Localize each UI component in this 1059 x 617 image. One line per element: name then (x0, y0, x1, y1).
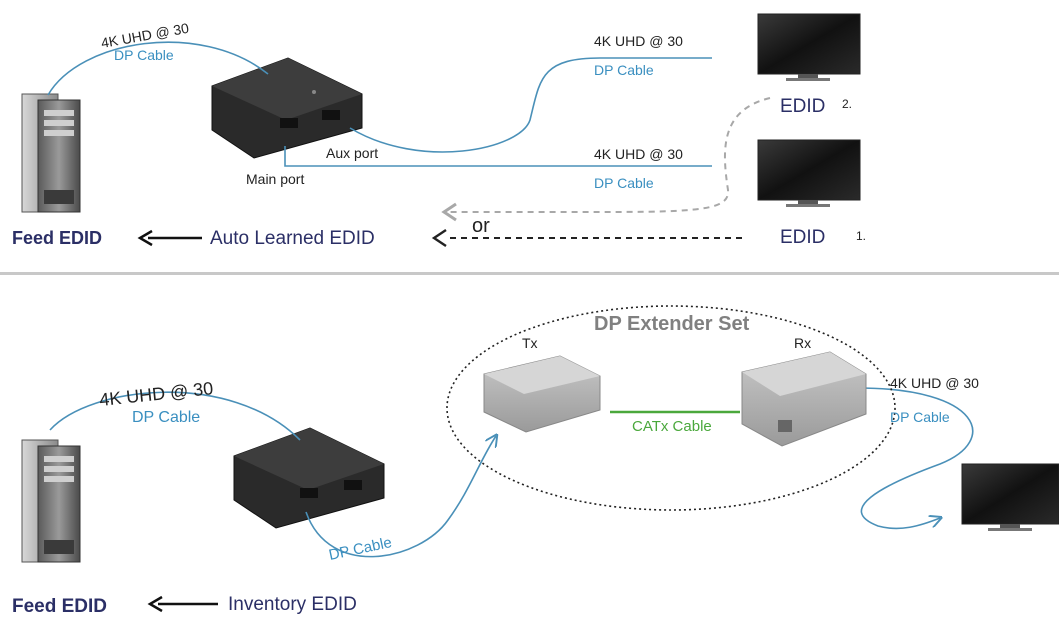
cable-main-top (284, 146, 712, 167)
monitor-bottom (961, 463, 1059, 531)
label-extender-title: DP Extender Set (594, 313, 750, 335)
label-cable-left-bottom-bottom: DP Cable (132, 409, 200, 426)
switch-device-top (211, 57, 363, 159)
cable-switch-to-tx (305, 436, 496, 558)
pc-tower-top (21, 93, 81, 213)
label-feed-edid-bottom: Feed EDID (12, 596, 107, 617)
label-rx: Rx (794, 335, 811, 351)
monitor-1 (757, 139, 861, 207)
label-aux-cable-bottom: DP Cable (594, 62, 654, 78)
label-edid-2-num: 2. (842, 97, 852, 111)
arrow-gray-head (441, 202, 457, 222)
label-main-port: Main port (246, 171, 304, 187)
section-divider (0, 272, 1059, 275)
label-aux-port: Aux port (326, 145, 378, 161)
label-edid-2: EDID (780, 96, 825, 117)
dashed-edid2-path (450, 97, 771, 213)
pc-tower-bottom (21, 439, 81, 563)
cable-pc-to-switch-bottom (49, 391, 301, 441)
label-auto-learned-edid: Auto Learned EDID (210, 228, 375, 249)
label-inventory-edid: Inventory EDID (228, 594, 357, 615)
arrow-black-head (431, 229, 447, 247)
label-aux-cable-top: 4K UHD @ 30 (594, 33, 683, 49)
label-edid-1-num: 1. (856, 229, 866, 243)
arrow-feed-bottom-head (147, 595, 163, 613)
tx-unit (483, 355, 601, 433)
label-catx-cable: CATx Cable (632, 418, 712, 435)
label-feed-edid-top: Feed EDID (12, 228, 102, 248)
cable-pc-to-switch-top (47, 41, 269, 96)
label-dp-cable-lower: DP Cable (327, 534, 393, 564)
label-cable-left-bottom: DP Cable (114, 47, 174, 63)
cable-rx-to-monitor (857, 387, 974, 530)
switch-device-bottom (233, 427, 385, 529)
cable-aux-top (349, 57, 712, 153)
label-edid-1: EDID (780, 227, 825, 248)
label-right-cable-bottom: DP Cable (890, 409, 950, 425)
arrow-feed-top-head (137, 229, 153, 247)
rx-unit (741, 351, 867, 447)
label-main-cable-bottom: DP Cable (594, 175, 654, 191)
extender-set-outline (446, 305, 896, 511)
label-tx: Tx (522, 335, 538, 351)
label-or: or (472, 215, 490, 237)
label-right-cable-top: 4K UHD @ 30 (890, 375, 979, 391)
label-cable-left-top-bottom: 4K UHD @ 30 (98, 378, 214, 410)
label-main-cable-top: 4K UHD @ 30 (594, 146, 683, 162)
monitor-2 (757, 13, 861, 81)
